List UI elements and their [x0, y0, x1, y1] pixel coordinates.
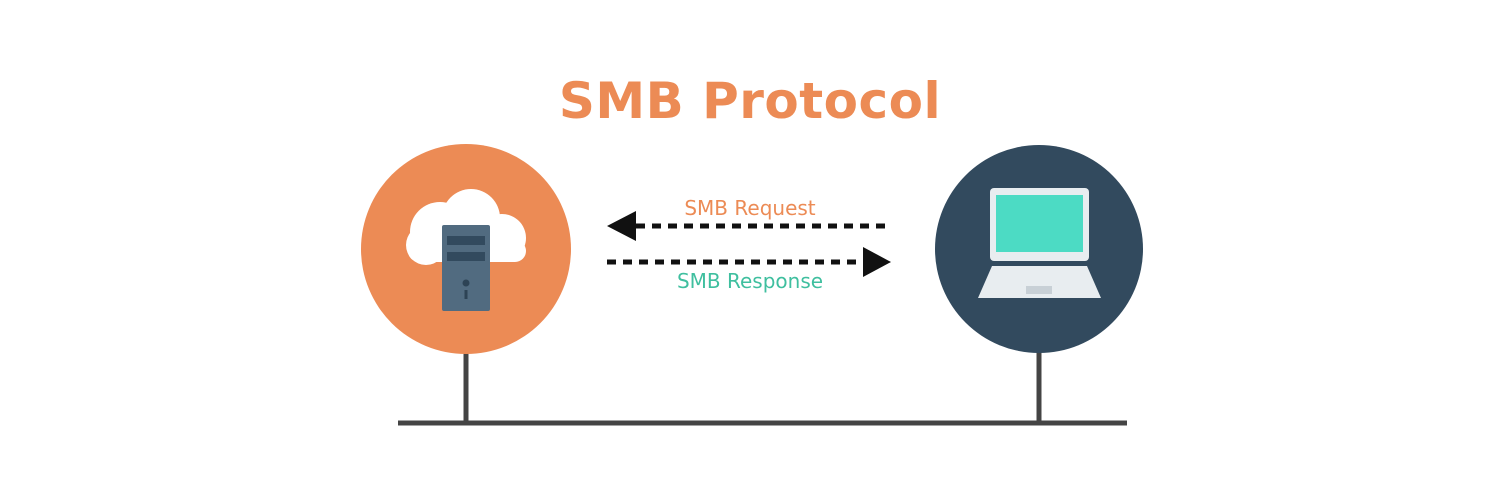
response-label: SMB Response [676, 269, 824, 293]
laptop-keyboard [978, 266, 1101, 298]
laptop-icon [978, 188, 1101, 298]
request-arrow [607, 211, 892, 241]
laptop-screen [996, 195, 1083, 252]
diagram-title: SMB Protocol [558, 72, 942, 130]
client-node [935, 145, 1143, 353]
request-label: SMB Request [684, 196, 816, 220]
response-arrow [607, 247, 891, 277]
network-bus [398, 350, 1127, 426]
server-node [361, 144, 571, 354]
server-tower-icon [442, 225, 490, 311]
laptop-touchpad [1026, 286, 1052, 294]
